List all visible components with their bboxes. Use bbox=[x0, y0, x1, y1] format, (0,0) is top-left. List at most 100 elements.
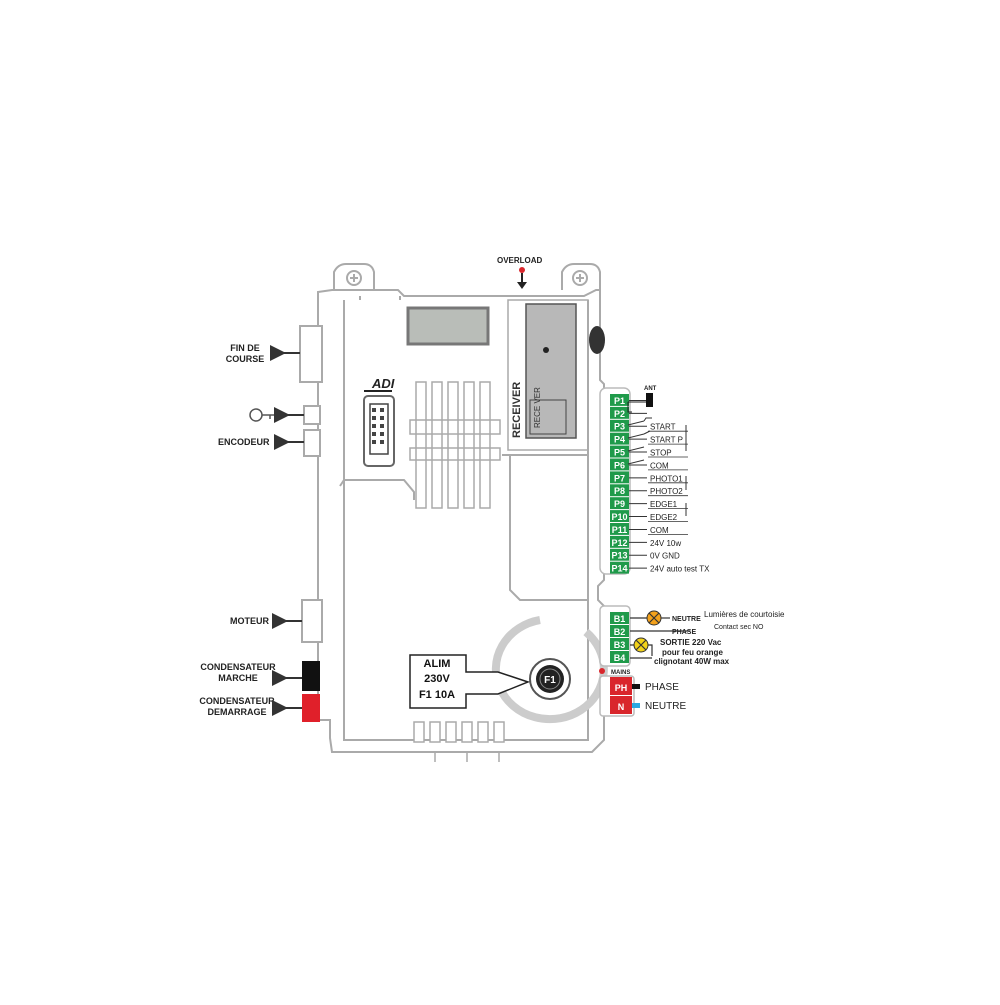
terminal-id: PH bbox=[615, 683, 628, 693]
terminal-label: NEUTRE bbox=[672, 616, 701, 623]
terminal-id: P13 bbox=[611, 551, 627, 561]
terminal-b3 bbox=[610, 638, 629, 650]
terminal-id: P1 bbox=[614, 396, 625, 406]
alim-line-2: 230V bbox=[424, 673, 450, 685]
encodeur-label: ENCODEUR bbox=[218, 437, 270, 447]
terminal-p5 bbox=[610, 445, 629, 458]
terminal-id: B3 bbox=[614, 640, 626, 650]
terminal-p14 bbox=[610, 561, 629, 574]
capacitor-marche bbox=[302, 661, 320, 691]
terminal-id: B4 bbox=[614, 653, 626, 663]
terminal-p10 bbox=[610, 510, 629, 522]
neutral-wire-icon bbox=[632, 703, 640, 708]
terminal-block-mains: PH PHASE N NEUTRE bbox=[599, 675, 686, 717]
cond-marche-label-2: MARCHE bbox=[218, 673, 258, 683]
terminal-id: B2 bbox=[614, 627, 626, 637]
terminal-ph bbox=[610, 677, 632, 695]
antenna-icon bbox=[646, 393, 653, 407]
terminal-p9 bbox=[610, 497, 629, 510]
terminal-id: P5 bbox=[614, 448, 625, 458]
terminal-id: P6 bbox=[614, 460, 625, 470]
fin-de-course-label-1: FIN DE bbox=[230, 343, 260, 353]
adi-connector bbox=[363, 395, 395, 467]
terminal-id: B1 bbox=[614, 614, 626, 624]
terminal-b4 bbox=[610, 651, 629, 663]
heatsink-fins bbox=[409, 381, 501, 509]
terminal-p3 bbox=[610, 419, 629, 432]
terminal-label: NEUTRE bbox=[645, 701, 686, 712]
terminal-label: PHASE bbox=[672, 629, 696, 636]
terminal-id: P4 bbox=[614, 435, 625, 445]
terminal-id: P12 bbox=[611, 538, 627, 548]
terminal-label: 24V auto test TX bbox=[650, 565, 710, 574]
bottom-connector bbox=[413, 721, 505, 762]
p-wiring bbox=[627, 417, 687, 516]
terminal-id: P10 bbox=[611, 512, 627, 522]
lamp-orange-icon bbox=[646, 610, 662, 626]
overload-led bbox=[519, 267, 525, 273]
terminal-label: COM bbox=[650, 461, 669, 470]
moteur-label: MOTEUR bbox=[230, 616, 269, 626]
terminal-label: START bbox=[650, 423, 676, 432]
terminal-id: P2 bbox=[614, 409, 625, 419]
fuse-holder-ring bbox=[491, 616, 608, 724]
brand-logo: ADI bbox=[371, 376, 395, 391]
ant-label: ANT bbox=[644, 386, 657, 392]
terminal-id: N bbox=[618, 702, 625, 712]
phase-wire-icon bbox=[632, 684, 640, 689]
terminal-p1 bbox=[610, 394, 629, 406]
receiver-bracket bbox=[507, 299, 589, 451]
board-outline bbox=[317, 289, 605, 753]
lights-note-1: Lumières de courtoisie bbox=[704, 610, 785, 619]
lamp-yellow-icon bbox=[633, 637, 649, 653]
cond-demarrage-label-1: CONDENSATEUR bbox=[199, 696, 275, 706]
terminal-p11 bbox=[610, 523, 629, 535]
terminal-label: 24V 10w bbox=[650, 539, 681, 548]
cond-marche-label-1: CONDENSATEUR bbox=[200, 662, 276, 672]
terminal-b2 bbox=[610, 625, 629, 637]
receiver-module-label: RECE VER bbox=[533, 387, 542, 428]
buzzer bbox=[589, 326, 605, 354]
terminal-label: 0V GND bbox=[650, 552, 680, 561]
sortie-note-3: clignotant 40W max bbox=[654, 657, 730, 666]
fuse-label: F1 bbox=[544, 675, 556, 686]
receiver-module bbox=[525, 303, 577, 439]
sortie-note-2: pour feu orange bbox=[662, 648, 723, 657]
mains-led bbox=[599, 668, 605, 674]
fin-de-course-label-2: COURSE bbox=[226, 354, 265, 364]
terminal-label: STOP bbox=[650, 449, 672, 458]
lights-note-2: Contact sec NO bbox=[714, 624, 764, 631]
terminal-label: PHOTO1 bbox=[650, 474, 683, 483]
terminal-p2 bbox=[610, 406, 629, 419]
terminal-label: START P bbox=[650, 436, 683, 445]
terminal-id: P9 bbox=[614, 499, 625, 509]
terminal-label: PHASE bbox=[645, 682, 679, 693]
terminal-label: EDGE1 bbox=[650, 500, 678, 509]
terminal-label: PHOTO2 bbox=[650, 487, 683, 496]
terminal-id: P8 bbox=[614, 486, 625, 496]
terminal-p7 bbox=[610, 471, 629, 484]
terminal-id: P7 bbox=[614, 473, 625, 483]
alim-callout bbox=[409, 654, 531, 709]
terminal-p12 bbox=[610, 535, 629, 548]
mounting-ear-right bbox=[561, 263, 601, 290]
sortie-note-1: SORTIE 220 Vac bbox=[660, 638, 722, 647]
alim-line-1: ALIM bbox=[424, 658, 451, 670]
cond-demarrage-label-2: DEMARRAGE bbox=[207, 707, 266, 717]
terminal-n bbox=[610, 696, 632, 714]
terminal-b1 bbox=[610, 612, 629, 624]
terminal-id: P11 bbox=[612, 525, 628, 535]
mains-label: MAINS bbox=[611, 670, 630, 676]
terminal-p8 bbox=[610, 484, 629, 497]
terminal-p13 bbox=[610, 548, 629, 561]
receiver-label: RECEIVER bbox=[511, 382, 523, 438]
lcd-display bbox=[406, 306, 490, 346]
alim-line-3: F1 10A bbox=[419, 689, 455, 701]
mounting-ear-left bbox=[333, 263, 375, 290]
capacitor-demarrage bbox=[302, 694, 320, 722]
terminal-p4 bbox=[610, 432, 629, 445]
terminal-label: COM bbox=[650, 526, 669, 535]
